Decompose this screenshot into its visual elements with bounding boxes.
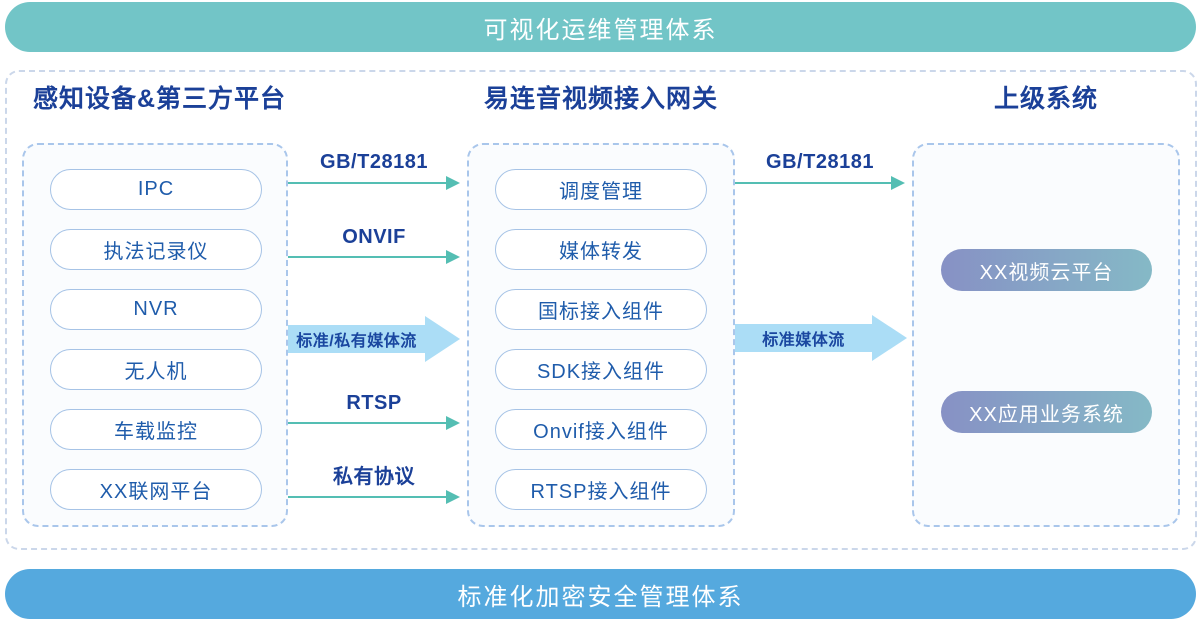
gateway-item-sdk-access: SDK接入组件 [495, 349, 707, 390]
device-item-network-platform: XX联网平台 [50, 469, 262, 510]
flow-label-rtsp: RTSP [346, 392, 402, 414]
gateway-item-onvif-access: Onvif接入组件 [495, 409, 707, 450]
arrow-private-protocol [288, 490, 460, 504]
upper-item-app-business: XX应用业务系统 [941, 391, 1152, 433]
thick-arrow-std-media: 标准媒体流 [735, 315, 907, 361]
arrow-right-icon [446, 176, 460, 190]
arrow-line [288, 422, 448, 424]
arrow-gbt28181-right [735, 176, 905, 190]
device-item-nvr: NVR [50, 289, 262, 330]
upper-group-box: XX视频云平台 XX应用业务系统 [912, 143, 1180, 527]
gateway-item-gb-access: 国标接入组件 [495, 289, 707, 330]
upper-item-video-cloud: XX视频云平台 [941, 249, 1152, 291]
thick-arrow-std-private-media: 标准/私有媒体流 [288, 316, 460, 362]
bottom-banner-label: 标准化加密安全管理体系 [457, 583, 744, 611]
top-banner-label: 可视化运维管理体系 [483, 16, 718, 44]
arrow-line [288, 496, 448, 498]
arrow-line [735, 182, 893, 184]
arrow-right-icon [446, 490, 460, 504]
top-banner: 可视化运维管理体系 [5, 2, 1196, 52]
thick-arrow-body: 标准媒体流 [735, 324, 872, 352]
flow-label-private-protocol: 私有协议 [333, 466, 415, 488]
bottom-banner: 标准化加密安全管理体系 [5, 569, 1196, 619]
arrow-right-icon [891, 176, 905, 190]
devices-group-box: IPC 执法记录仪 NVR 无人机 车载监控 XX联网平台 [22, 143, 288, 527]
arrow-right-icon [425, 316, 460, 362]
arrow-line [288, 182, 448, 184]
arrow-right-icon [446, 416, 460, 430]
device-item-drone: 无人机 [50, 349, 262, 390]
arrow-right-icon [446, 250, 460, 264]
gateway-item-rtsp-access: RTSP接入组件 [495, 469, 707, 510]
flow-label-onvif: ONVIF [342, 226, 406, 248]
arrow-line [288, 256, 448, 258]
devices-column-title: 感知设备&第三方平台 [33, 85, 287, 113]
arrow-gbt28181-left [288, 176, 460, 190]
thick-arrow-label: 标准/私有媒体流 [296, 333, 417, 350]
arrow-rtsp [288, 416, 460, 430]
flow-label-gbt28181-right: GB/T28181 [766, 151, 874, 173]
arrow-right-icon [872, 315, 907, 361]
gateway-item-media-forward: 媒体转发 [495, 229, 707, 270]
gateway-item-dispatch: 调度管理 [495, 169, 707, 210]
thick-arrow-body: 标准/私有媒体流 [288, 325, 425, 353]
thick-arrow-label: 标准媒体流 [762, 332, 845, 349]
gateway-column-title: 易连音视频接入网关 [483, 85, 718, 113]
arrow-onvif [288, 250, 460, 264]
upper-column-title: 上级系统 [993, 85, 1098, 113]
flow-label-gbt28181-left: GB/T28181 [320, 151, 428, 173]
device-item-ipc: IPC [50, 169, 262, 210]
device-item-vehicle-monitor: 车载监控 [50, 409, 262, 450]
device-item-body-camera: 执法记录仪 [50, 229, 262, 270]
gateway-group-box: 调度管理 媒体转发 国标接入组件 SDK接入组件 Onvif接入组件 RTSP接… [467, 143, 735, 527]
